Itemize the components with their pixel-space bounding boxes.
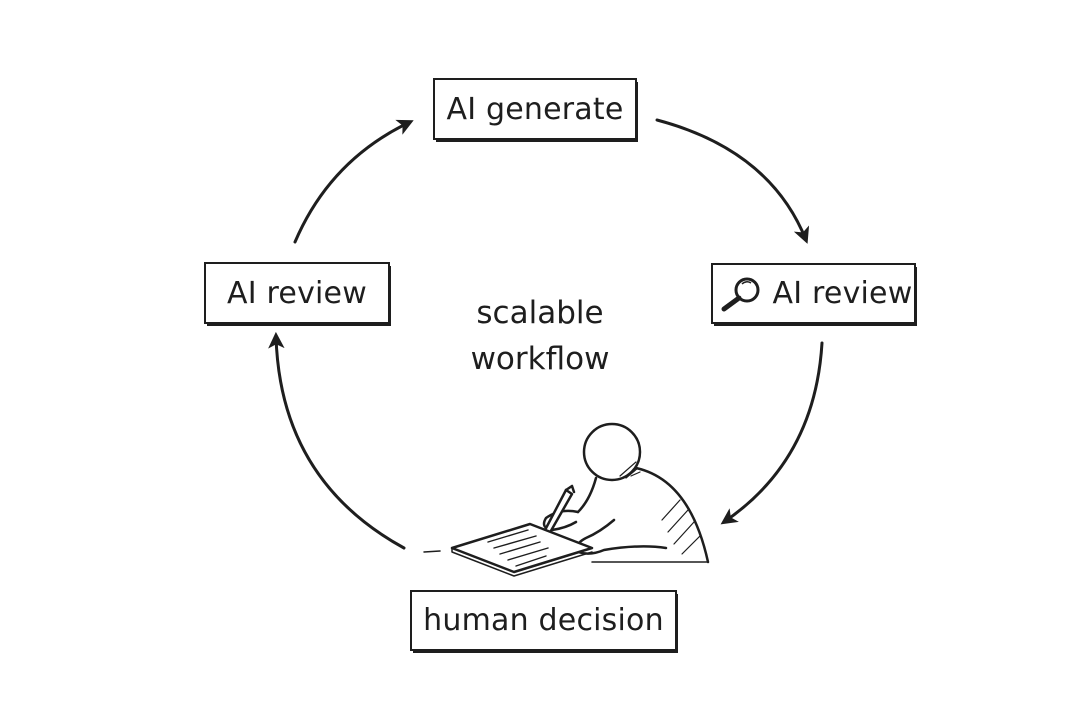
- node-human-decision-label: human decision: [423, 603, 664, 638]
- arrow-review-to-decision: [720, 341, 824, 525]
- person-head: [582, 422, 642, 482]
- node-ai-review-left: AI review: [204, 262, 390, 324]
- node-ai-generate: AI generate: [433, 78, 637, 140]
- arrow-decision-to-review: [268, 331, 406, 550]
- arrow-generate-to-review: [655, 118, 810, 244]
- node-ai-review-left-label: AI review: [227, 275, 367, 311]
- node-human-decision: human decision: [410, 590, 677, 651]
- magnifying-glass-icon: [721, 277, 760, 311]
- person-writing-illustration: [450, 422, 710, 577]
- person-body: [634, 466, 710, 564]
- center-label: scalable workflow: [440, 290, 640, 382]
- center-label-line-2: workflow: [470, 341, 610, 377]
- node-ai-review-right: AI review: [711, 263, 916, 324]
- sketch-dash: [423, 550, 441, 553]
- center-label-line-1: scalable: [476, 295, 604, 331]
- arrow-review-to-generate: [293, 119, 414, 244]
- node-ai-review-right-label: AI review: [772, 276, 913, 311]
- node-ai-generate-label: AI generate: [446, 91, 624, 127]
